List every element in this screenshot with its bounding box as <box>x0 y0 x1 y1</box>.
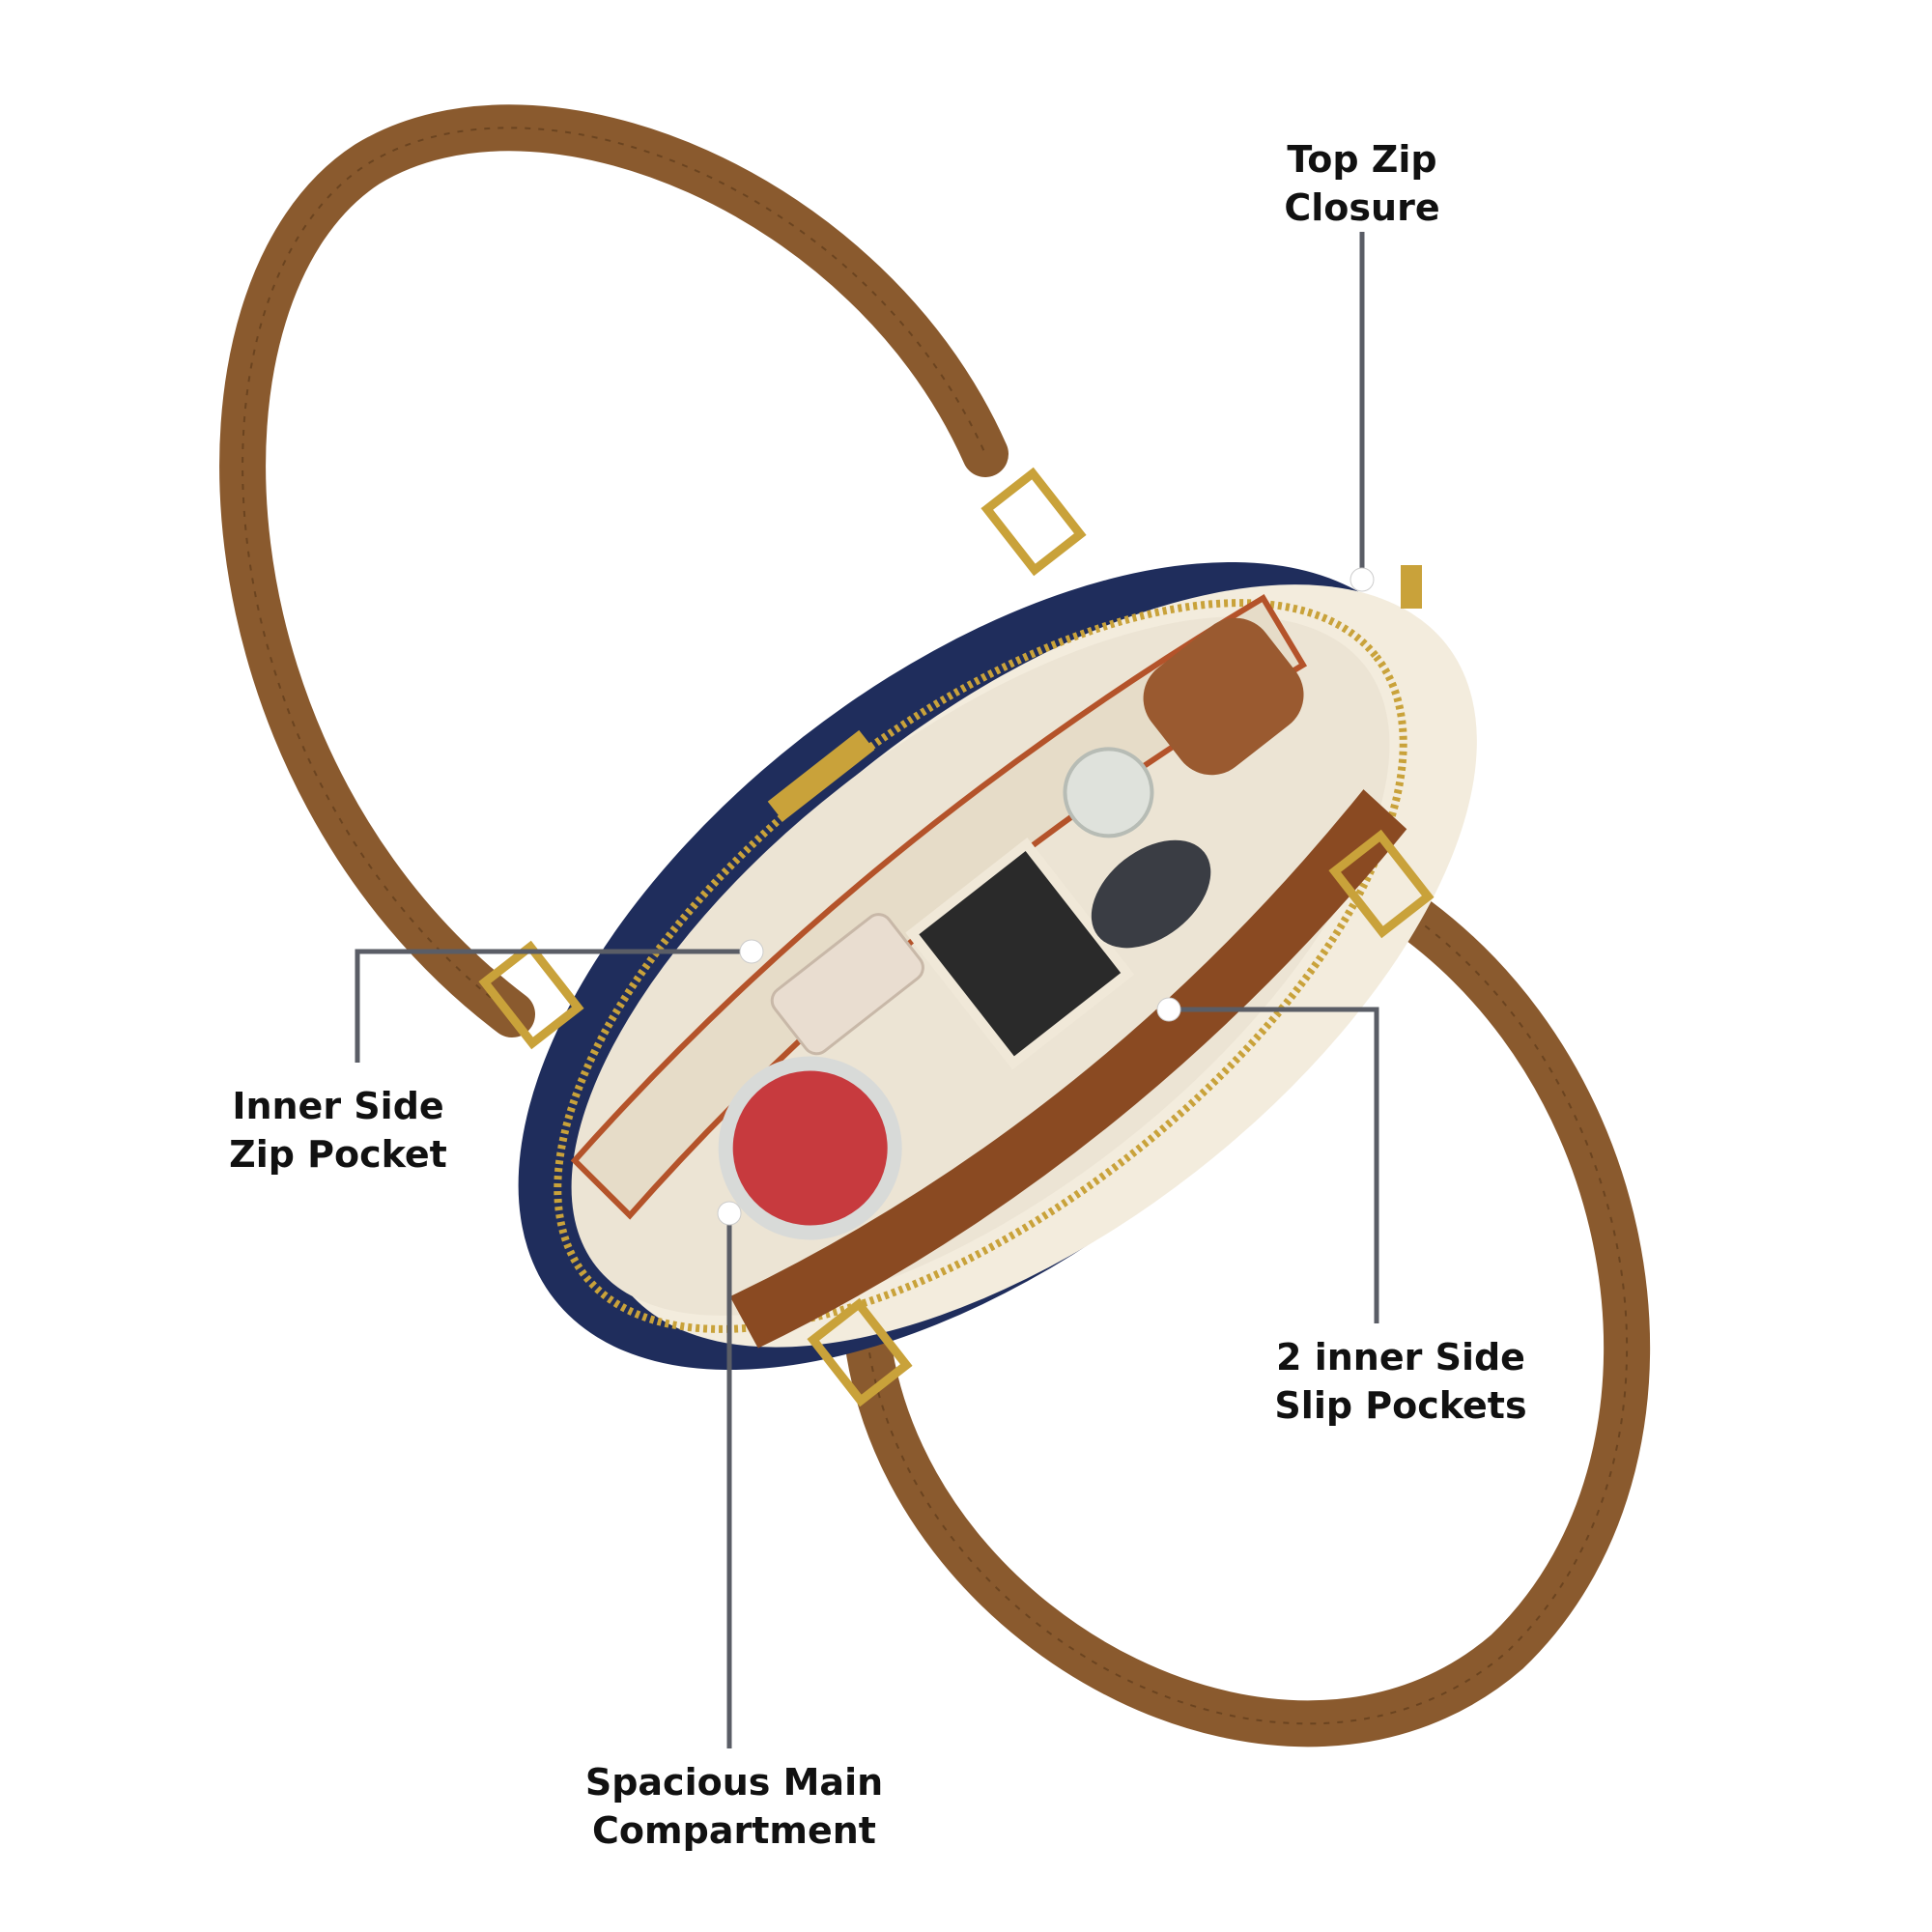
phone <box>770 913 924 1056</box>
callout-dot-inner-zip <box>739 939 764 964</box>
notebook <box>905 838 1135 1070</box>
zip-pull-tab <box>1401 565 1422 609</box>
top-left-buckle <box>980 467 1087 577</box>
callout-line-slip <box>1169 1007 1379 1323</box>
perfume-bottle <box>1063 747 1154 838</box>
inner-slip-pocket <box>729 789 1407 1349</box>
callout-label-slip-pockets-line2: Slip Pockets <box>1274 1384 1527 1427</box>
callout-label-main-compartment-line1: Spacious Main <box>584 1761 884 1804</box>
bottom-left-buckle <box>478 940 584 1050</box>
top-handle-stitch <box>242 127 986 1015</box>
bottom-handle-stitch <box>868 868 1629 1725</box>
sunglasses-case <box>1091 839 1211 949</box>
callout-dot-top-zip <box>1350 567 1375 592</box>
callout-label-inner-zip-line2: Zip Pocket <box>229 1133 447 1176</box>
callout-line-inner-zip <box>355 949 752 1063</box>
callout-dot-main <box>717 1201 742 1226</box>
bottom-right-buckle <box>807 1297 913 1407</box>
bag-zip-track <box>554 599 1407 1333</box>
logo-plate <box>767 729 875 822</box>
leather-pouch <box>1143 617 1304 776</box>
callout-label-top-zip-line1: Top Zip <box>1287 138 1437 181</box>
callout-label-top-zip-line2: Closure <box>1284 186 1440 229</box>
callout-label-slip-pockets: 2 inner Side Slip Pockets <box>1198 1333 1604 1430</box>
callout-label-inner-zip: Inner Side Zip Pocket <box>179 1082 497 1179</box>
candle-lid <box>732 1070 888 1226</box>
callout-label-inner-zip-line1: Inner Side <box>232 1085 444 1127</box>
callout-label-slip-pockets-line1: 2 inner Side <box>1276 1336 1525 1378</box>
callout-label-main-compartment: Spacious Main Compartment <box>541 1758 927 1855</box>
top-right-buckle <box>1328 829 1435 939</box>
callout-label-top-zip: Top Zip Closure <box>1208 135 1517 232</box>
callout-label-main-compartment-line2: Compartment <box>592 1809 876 1852</box>
callout-dot-slip <box>1156 997 1181 1022</box>
